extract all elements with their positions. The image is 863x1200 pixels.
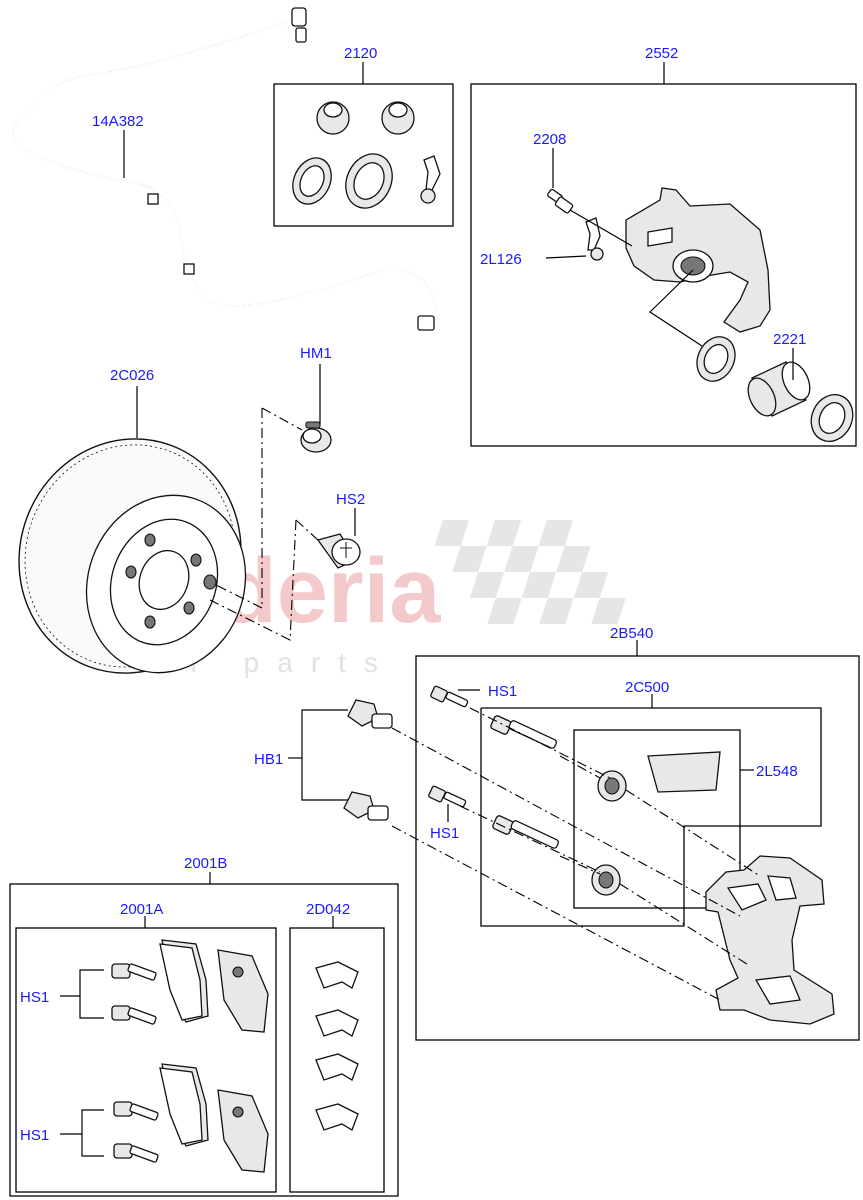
guide-bush-lower [591, 864, 621, 896]
brake-disc [18, 438, 247, 674]
guide-pin-bolts [343, 685, 721, 896]
label-2001B: 2001B [184, 855, 227, 872]
label-2L548: 2L548 [756, 763, 798, 780]
boot-seal-left [316, 101, 350, 135]
grease-sachet [647, 751, 721, 793]
caliper-piston-seal [696, 336, 736, 382]
box-2L548 [573, 729, 741, 909]
disc-screw-hs2 [316, 533, 361, 569]
dust-boot-ring [345, 153, 393, 209]
disc-dash-lines [261, 407, 303, 431]
brake-pads-upper [159, 939, 269, 1033]
pad-bolts [111, 963, 159, 1163]
label-2B540: 2B540 [610, 625, 653, 642]
hs1-bracket-lower [81, 1109, 104, 1157]
caliper-dust-boot [810, 394, 854, 442]
label-HS1-mid: HS1 [430, 825, 459, 842]
caliper-leader-lines [649, 269, 703, 347]
carrier-bolt-lower [343, 791, 389, 821]
bleed-clip [420, 155, 441, 204]
seal-kit-parts [292, 101, 441, 209]
label-HS1-pads-lower: HS1 [20, 1127, 49, 1144]
bleed-screw [547, 188, 574, 214]
label-2001A: 2001A [120, 901, 163, 918]
box-2C500 [480, 707, 822, 927]
brake-pads-lower [159, 1063, 269, 1173]
label-2C500: 2C500 [625, 679, 669, 696]
label-2552: 2552 [645, 45, 678, 62]
box-label-ticks [144, 62, 665, 928]
guide-pin-lower [492, 815, 560, 849]
label-2C026: 2C026 [110, 367, 154, 384]
label-2L126: 2L126 [480, 251, 522, 268]
caliper-piston [747, 361, 811, 417]
label-2D042: 2D042 [306, 901, 350, 918]
carrier-dash-lines [391, 707, 761, 1001]
label-HS1-pads-upper: HS1 [20, 989, 49, 1006]
label-HM1: HM1 [300, 345, 332, 362]
hb1-bracket [301, 709, 348, 801]
guide-bolt-hs1-lower [428, 785, 467, 808]
caliper-carrier-bracket [705, 855, 835, 1025]
label-HS2: HS2 [336, 491, 365, 508]
carrier-bolt-upper [347, 699, 393, 729]
label-leaders [123, 130, 794, 822]
guide-bolt-hs1-upper [430, 685, 469, 708]
part-labels: 14A382 2120 2552 2208 2L126 2221 HM1 2C0… [20, 45, 806, 1144]
box-2D042 [289, 927, 385, 1193]
wheel-hub-bolt-hm1 [300, 421, 332, 453]
boot-seal-right [381, 101, 415, 135]
label-2208: 2208 [533, 131, 566, 148]
label-HS1-upper: HS1 [488, 683, 517, 700]
label-14A382: 14A382 [92, 113, 144, 130]
hs1-bracket-upper [79, 969, 104, 1019]
box-2001B [9, 883, 399, 1197]
box-2001A [15, 927, 277, 1193]
brake-wear-sensor-cable [12, 7, 437, 331]
brake-caliper-assembly [625, 187, 771, 333]
label-2221: 2221 [773, 331, 806, 348]
guide-bush-upper [597, 770, 627, 802]
label-HB1: HB1 [254, 751, 283, 768]
piston-seal-ring [292, 157, 332, 205]
anti-rattle-clips [315, 961, 359, 1131]
label-2120: 2120 [344, 45, 377, 62]
guide-pin-upper [490, 715, 558, 749]
watermark-checker-flag [434, 520, 626, 624]
